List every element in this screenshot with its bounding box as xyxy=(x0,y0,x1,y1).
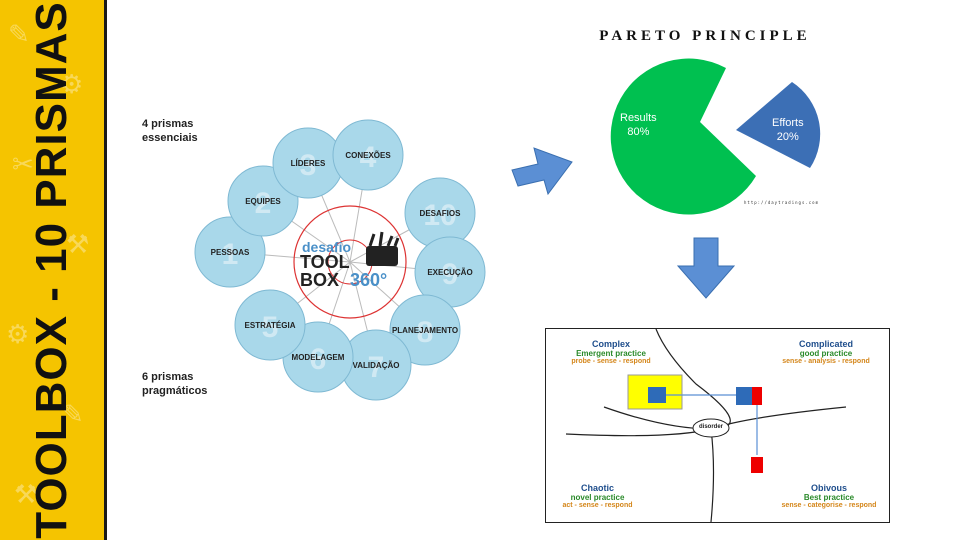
obvious-name: Obivous xyxy=(810,483,847,493)
pareto-title: PARETO PRINCIPLE xyxy=(599,28,811,44)
essential-heading: 4 prismas essenciais xyxy=(142,118,198,144)
logo-suffix: 360° xyxy=(350,270,387,290)
cynefin-center: disorder xyxy=(698,424,723,430)
prism-bubble-shape xyxy=(389,294,461,366)
complex-steps: probe - sense - respond xyxy=(571,358,651,365)
prism-number: 1 xyxy=(222,238,239,271)
tool-pattern-icon: ✎ xyxy=(62,400,84,430)
obvious-steps: sense - categorise - respond xyxy=(781,502,877,509)
prism-label: EXECUÇÃO xyxy=(427,268,472,277)
cynefin-panel: Complex Emergent practice probe - sense … xyxy=(545,328,890,523)
prism-bubble-shape xyxy=(332,119,404,191)
tool-pattern-icon: ⚒ xyxy=(14,480,38,510)
tool-pattern-icon: ✂ xyxy=(12,150,34,180)
cynefin-complicated: Complicated good practice sense - analys… xyxy=(766,339,886,365)
cynefin-obvious: Obivous Best practice sense - categorise… xyxy=(774,483,884,509)
cynefin-chaotic: Chaotic novel practice act - sense - res… xyxy=(550,483,645,509)
prism-number: 7 xyxy=(368,351,385,384)
prism-label: PLANEJAMENTO xyxy=(392,326,458,335)
chaotic-name: Chaotic xyxy=(580,483,614,493)
prism-bubble-shape xyxy=(234,289,306,361)
prism-number: 5 xyxy=(262,311,279,344)
logo-line2: TOOL xyxy=(300,252,350,272)
prism-label: DESAFIOS xyxy=(420,209,462,218)
pie-label-efforts: Efforts 20% xyxy=(772,116,804,144)
prism-number: 2 xyxy=(255,187,272,220)
prism-label: EQUIPES xyxy=(245,197,281,206)
cynefin-lines xyxy=(565,329,847,522)
complicated-steps: sense - analysis - respond xyxy=(782,358,870,365)
cynefin-complex: Complex Emergent practice probe - sense … xyxy=(556,339,666,365)
complicated-name: Complicated xyxy=(798,339,853,349)
prism-number: 10 xyxy=(423,199,456,232)
tools-icon xyxy=(368,231,400,247)
right-arrow-icon xyxy=(511,147,573,196)
prism-label: MODELAGEM xyxy=(292,353,345,362)
sidebar-divider xyxy=(104,0,107,540)
pie-slice-results xyxy=(610,58,756,215)
toolbox-logo: desafio TOOL BOX 360° xyxy=(300,231,400,290)
logo-line3: BOX xyxy=(300,270,339,290)
complex-practice: Emergent practice xyxy=(576,349,646,358)
complex-name: Complex xyxy=(591,339,630,349)
prism-label: CONEXÕES xyxy=(345,151,391,160)
complicated-practice: good practice xyxy=(799,349,853,358)
prism-number: 9 xyxy=(442,258,459,291)
results-label: Results xyxy=(620,112,657,124)
tool-pattern-icon: ⚙ xyxy=(60,70,84,100)
down-arrow-icon xyxy=(676,237,736,299)
results-value: 80% xyxy=(627,126,650,138)
prism-label: VALIDAÇÃO xyxy=(353,361,400,370)
efforts-label: Efforts xyxy=(772,117,804,129)
chaotic-practice: novel practice xyxy=(570,493,625,502)
pie-label-results: Results 80% xyxy=(620,111,657,139)
center-circle xyxy=(293,205,407,319)
sidebar-banner: ✎ ⚙ ✂ ⚒ ⚙ ✎ ⚒ TOOLBOX - 10 PRISMAS xyxy=(0,0,104,540)
logo-line1: desafio xyxy=(302,239,351,255)
obvious-practice: Best practice xyxy=(803,493,855,502)
pie-slice-efforts xyxy=(736,82,821,168)
prism-label: ESTRATÉGIA xyxy=(245,321,296,330)
source-url: http://daytradings.com xyxy=(744,200,819,205)
prism-number: 4 xyxy=(360,141,377,174)
chaotic-steps: act - sense - respond xyxy=(562,502,633,509)
tool-pattern-icon: ⚒ xyxy=(66,230,90,260)
tool-pattern-icon: ⚙ xyxy=(6,320,30,350)
prism-bubble-shape xyxy=(194,216,266,288)
prism-number: 8 xyxy=(417,316,434,349)
tool-pattern-icon: ✎ xyxy=(8,20,30,50)
prism-label: PESSOAS xyxy=(211,248,250,257)
prism-number: 6 xyxy=(310,343,327,376)
toolbox-icon xyxy=(366,246,398,266)
efforts-value: 20% xyxy=(776,131,799,143)
prism-label: LÍDERES xyxy=(291,159,326,168)
pragmatic-heading: 6 prismas pragmáticos xyxy=(142,371,208,397)
prism-number: 3 xyxy=(300,149,317,182)
